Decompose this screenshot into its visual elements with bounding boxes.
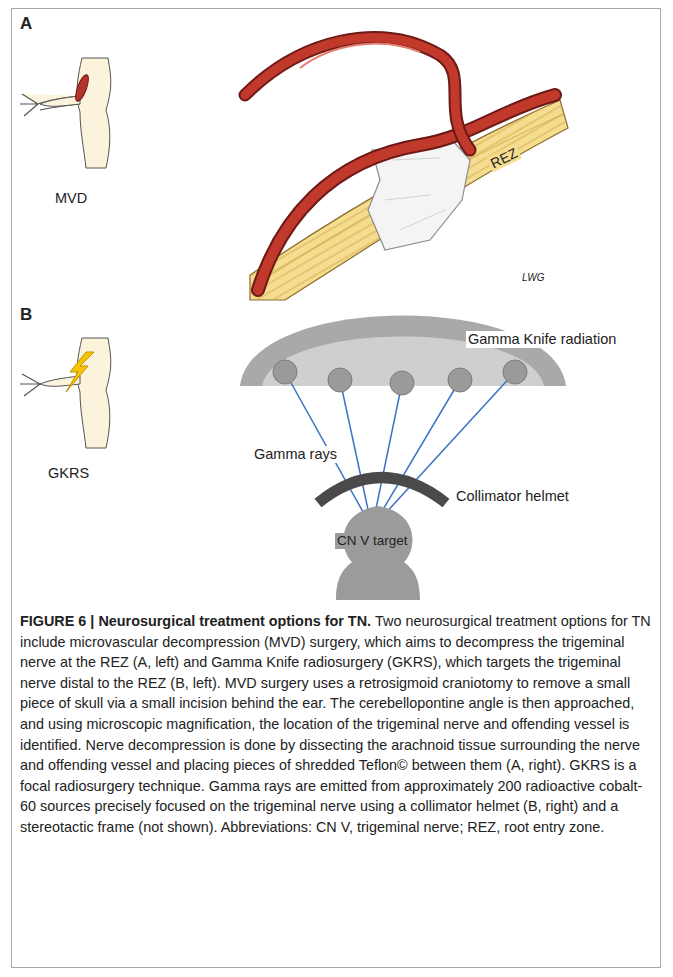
part-label: Collimator helmet	[454, 488, 571, 505]
brainstem-sketch-b	[20, 338, 111, 448]
procedure-label: GKRS	[48, 465, 89, 482]
figure-title: FIGURE 6 | Neurosurgical treatment optio…	[20, 613, 371, 629]
cobalt-source	[273, 360, 297, 384]
part-label: CN V target	[335, 533, 410, 549]
panel-letter: A	[20, 14, 32, 34]
cobalt-source	[328, 368, 352, 392]
artist-signature: LWG	[522, 272, 544, 284]
cobalt-source	[448, 368, 472, 392]
figure-caption: Two neurosurgical treatment options for …	[20, 613, 651, 835]
cobalt-source	[503, 360, 527, 384]
gamma-knife-unit	[240, 316, 566, 601]
part-label: Gamma Knife radiation	[466, 331, 618, 348]
gamma-ray	[372, 380, 460, 528]
panel-letter: B	[20, 305, 32, 325]
brainstem-sketch-a	[20, 58, 111, 168]
gamma-ray	[340, 380, 372, 528]
part-label: Gamma rays	[252, 446, 339, 463]
procedure-label: MVD	[55, 190, 87, 207]
mvd-illustration	[245, 38, 568, 300]
cobalt-source	[390, 371, 414, 395]
caption-block: FIGURE 6 | Neurosurgical treatment optio…	[20, 611, 654, 838]
